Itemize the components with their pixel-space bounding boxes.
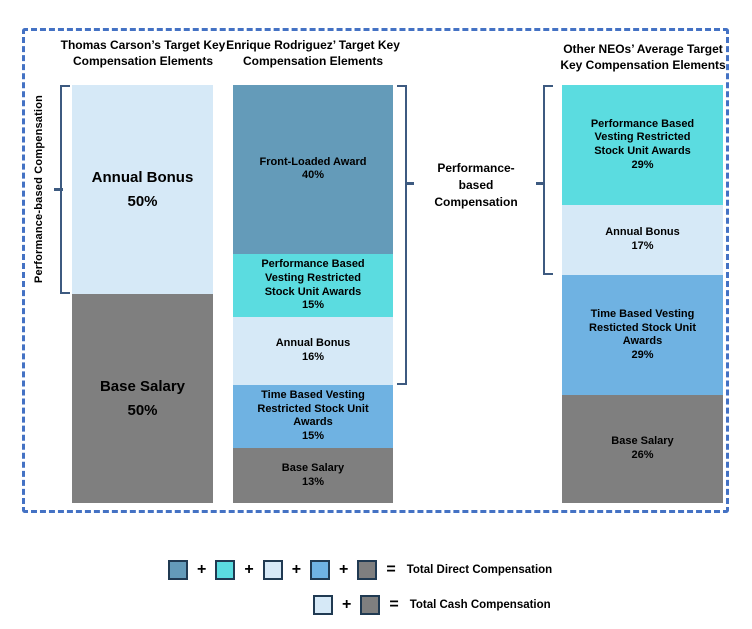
bracket-tick (405, 182, 414, 185)
segment-label-line: Resticted Stock Unit (589, 321, 696, 334)
stacked-bar-thomas-carson: Annual Bonus 50% Base Salary 50% (72, 85, 213, 503)
segment-label-line: Performance Based (590, 117, 695, 130)
plus-sign: + (339, 561, 349, 578)
chart-title-line: Other NEOs’ Average Target (563, 42, 723, 56)
legend-row-total-cash-compensation: + = Total Cash Compensation (313, 595, 551, 615)
segment-label-line: Stock Unit Awards (594, 145, 691, 157)
legend-swatch-gray (357, 560, 378, 580)
center-label-performance-based-compensation: Performance- based Compensation (415, 160, 537, 210)
segment-percentage: 13% (301, 475, 325, 488)
left-axis-label-performance-based-compensation: Performance-based Compensation (33, 94, 45, 284)
bracket-tick (536, 182, 545, 185)
legend-row-total-direct-compensation: + + + + = Total Direct Compensation (168, 560, 552, 580)
chart-title-line: Key Compensation Elements (560, 57, 726, 72)
legend-swatch-light-blue (262, 560, 283, 580)
chart-title-line: Thomas Carson’s Target Key (60, 38, 226, 52)
bracket-enrique-performance-based (397, 85, 414, 385)
segment-label-line: Time Based Vesting (590, 307, 695, 320)
equals-sign: = (386, 561, 396, 578)
center-label-line: based (458, 177, 494, 192)
segment-label-line: Front-Loaded Award (259, 155, 367, 168)
segment-percentage: 40% (301, 169, 325, 182)
segment-label-line: Time Based Vesting (261, 388, 365, 401)
segment-label-line: Awards (622, 335, 663, 348)
segment-label-line: Restricted Stock Unit (257, 402, 369, 415)
bracket-tick (54, 188, 63, 191)
segment-label-line: Annual Bonus (605, 226, 680, 239)
plus-sign: + (244, 561, 254, 578)
center-label-line: Performance- (437, 161, 515, 175)
segment-label-line: Stock Unit Awards (264, 285, 362, 298)
plus-sign: + (291, 561, 302, 578)
bracket-thomas-performance-based (54, 85, 70, 294)
legend-swatch-gray (360, 595, 381, 615)
bar-segment: Annual Bonus 50% (72, 85, 213, 294)
segment-percentage: 15% (301, 299, 325, 312)
segment-label-line: Base Salary (281, 461, 345, 474)
dashed-border-frame (22, 28, 729, 513)
bar-segment: Base Salary 50% (72, 294, 213, 503)
segment-label-line: Base Salary (99, 378, 186, 396)
legend-swatch-medium-blue (310, 560, 331, 580)
plus-sign: + (342, 596, 352, 613)
legend-swatch-light-blue (313, 595, 333, 615)
legend-label: Total Direct Compensation (406, 564, 553, 576)
chart-title-enrique-rodriguez: Enrique Rodriguez’ Target Key Compensati… (213, 38, 413, 69)
segment-percentage: 17% (631, 240, 654, 253)
legend-label: Total Cash Compensation (409, 599, 551, 611)
center-label-line: Compensation (434, 194, 518, 209)
chart-title-line: Enrique Rodriguez’ Target Key (226, 38, 400, 52)
segment-percentage: 29% (631, 158, 654, 171)
plus-sign: + (197, 561, 207, 578)
bracket-other-neos-performance-based (536, 85, 553, 275)
chart-title-thomas-carson: Thomas Carson’s Target Key Compensation … (36, 38, 250, 69)
chart-title-other-neos: Other NEOs’ Average Target Key Compensat… (548, 42, 738, 73)
segment-label-line: Annual Bonus (275, 337, 351, 350)
segment-percentage: 29% (631, 349, 654, 362)
segment-percentage: 50% (127, 401, 158, 419)
chart-title-line: Compensation Elements (242, 53, 384, 68)
segment-label-line: Base Salary (611, 435, 674, 448)
equals-sign: = (389, 596, 399, 613)
segment-label-line: Awards (293, 416, 333, 429)
chart-title-line: Compensation Elements (72, 53, 214, 68)
segment-percentage: 26% (631, 449, 654, 462)
segment-label-line: Vesting Restricted (594, 131, 691, 144)
segment-percentage: 50% (127, 192, 158, 210)
segment-label-line: Performance Based (261, 258, 365, 271)
segment-percentage: 16% (301, 350, 325, 363)
legend-swatch-steel-blue (168, 560, 188, 580)
segment-label-line: Vesting Restricted (265, 271, 361, 284)
legend-swatch-teal (215, 560, 236, 580)
segment-label-line: Annual Bonus (91, 169, 194, 187)
segment-percentage: 15% (301, 430, 325, 443)
